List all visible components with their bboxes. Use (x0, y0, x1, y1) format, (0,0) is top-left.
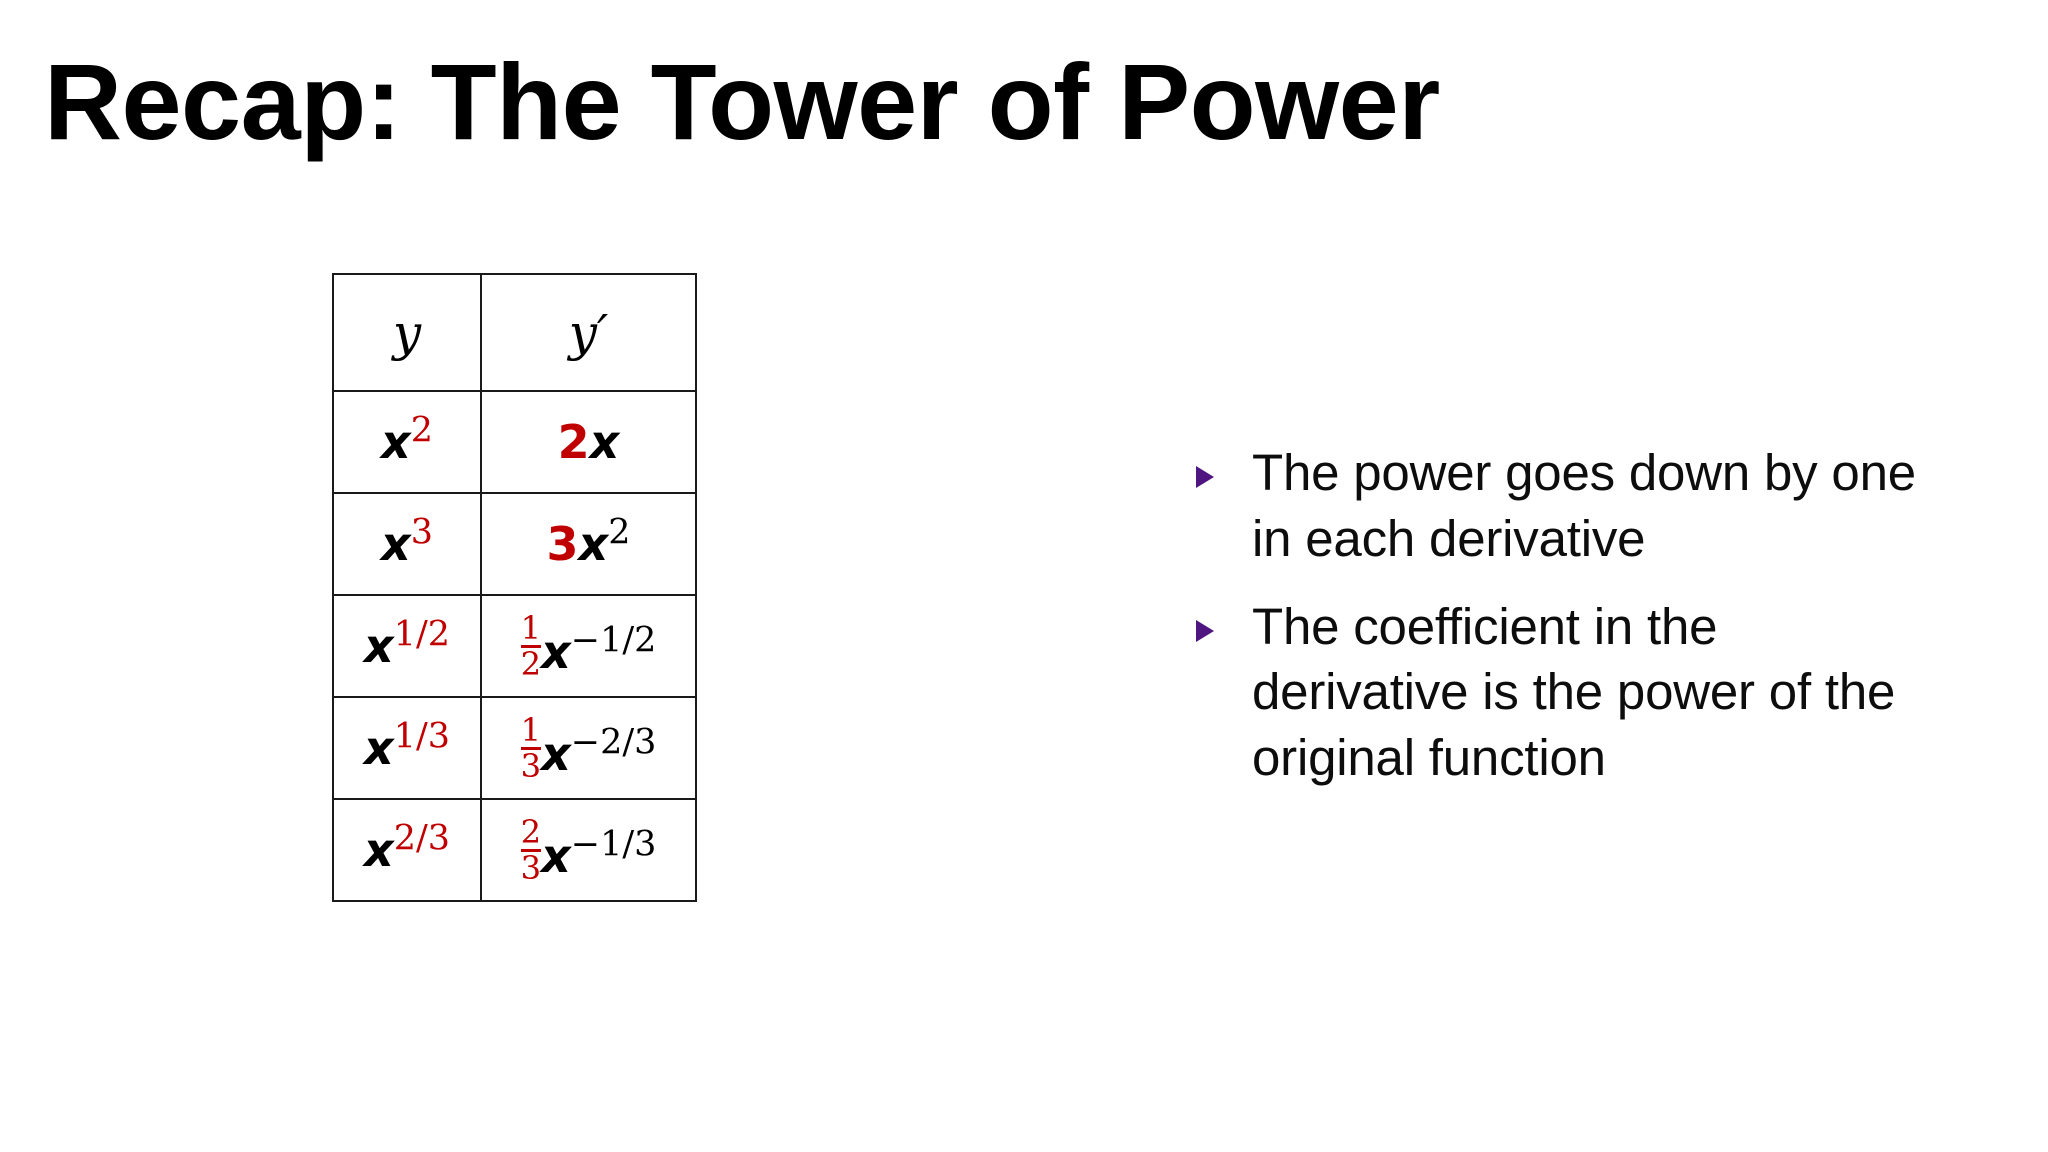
cell-y-3: x1/2 (332, 594, 482, 698)
table-header-y: y (332, 273, 482, 392)
expression-y-4: x1/3 (364, 716, 450, 775)
cell-yprime-1: 2x (480, 390, 697, 494)
triangle-right-icon (1196, 466, 1214, 488)
bullet-list: The power goes down by one in each deriv… (1196, 440, 1936, 813)
cell-y-2: x3 (332, 492, 482, 596)
derivative-table: y y′ x2 2x x3 3x2 x1 (332, 273, 697, 902)
list-item: The power goes down by one in each deriv… (1196, 440, 1936, 572)
list-item: The coefficient in the derivative is the… (1196, 594, 1936, 791)
cell-y-1: x2 (332, 390, 482, 494)
expression-y-5: x2/3 (364, 818, 450, 877)
expression-yprime-1: 2x (557, 415, 620, 469)
header-yprime-expression: y′ (568, 303, 609, 362)
bullet-text-2: The coefficient in the derivative is the… (1252, 597, 1896, 787)
cell-y-5: x2/3 (332, 798, 482, 902)
bullet-text-1: The power goes down by one in each deriv… (1252, 444, 1916, 567)
table-row: x2 2x (332, 390, 697, 494)
expression-y-2: x3 (381, 512, 433, 571)
cell-y-4: x1/3 (332, 696, 482, 800)
triangle-right-icon (1196, 619, 1214, 642)
cell-yprime-2: 3x2 (480, 492, 697, 596)
expression-yprime-2: 3x2 (546, 512, 631, 571)
expression-y-1: x2 (381, 410, 433, 469)
expression-y-3: x1/2 (364, 614, 450, 673)
table-header-row: y y′ (332, 273, 697, 392)
table-header-yprime: y′ (480, 273, 697, 392)
header-y-expression: y (392, 303, 422, 362)
page-title: Recap: The Tower of Power (44, 41, 1440, 162)
table-row: x3 3x2 (332, 492, 697, 596)
